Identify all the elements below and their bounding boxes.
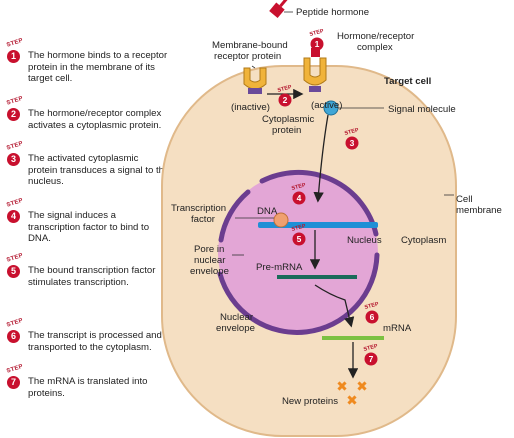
diagram-step-7: STEP 7 [363,343,379,366]
peptide-hormone-icon [269,0,289,19]
step-number: 1 [315,39,320,49]
step-word: STEP [277,84,293,94]
step-word: STEP [309,28,325,38]
label-new-proteins: New proteins [282,396,338,407]
label-pore-line-1: Pore in [194,244,224,255]
label-nuclear-envelope-line-2: envelope [216,323,255,334]
label-peptide-hormone: Peptide hormone [296,7,369,18]
diagram-step-5: STEP 5 [291,223,307,246]
step-7-text: The mRNA is translated into proteins. [28,376,148,399]
step-number: 6 [7,330,20,343]
label-target-cell: Target cell [384,76,431,87]
step-number: 1 [7,50,20,63]
label-inactive: (inactive) [231,102,270,113]
diagram-step-2: STEP 2 [277,84,293,107]
step-word: STEP [291,223,307,233]
label-cell-membrane-line-2: membrane [456,205,502,216]
step-number: 7 [7,376,20,389]
inactive-receptor-icon [243,67,267,94]
step-number: 2 [283,95,288,105]
pre-mrna-strand [277,275,357,279]
leader-lines [232,11,454,256]
step-4-text: The signal induces a transcription facto… [28,210,150,244]
signal-arrow [313,114,329,203]
step-number: 6 [370,312,375,322]
label-transcription-factor-line-2: factor [191,214,216,225]
step-word: STEP [344,127,360,137]
nuclear-envelope [217,169,380,335]
step-number: 5 [7,265,20,278]
diagram-step-1: STEP 1 [309,28,325,51]
label-active: (active) [311,100,342,111]
label-nuclear-envelope-line-1: Nuclear [220,312,254,323]
label-cytoplasmic-protein-line-2: protein [272,125,301,136]
step-number: 4 [297,193,302,203]
step-word: STEP [291,182,307,192]
label-hormone-receptor-complex-line-1: Hormone/receptor [337,31,415,42]
step-number: 7 [369,354,374,364]
step-word: STEP [363,343,379,353]
step-number: 5 [297,234,302,244]
label-nucleus: Nucleus [347,235,382,246]
step-word: STEP [364,301,380,311]
dna-strand [258,222,378,228]
step-number: 3 [7,153,20,166]
diagram-step-4: STEP 4 [291,182,307,205]
step-1-text: The hormone binds to a receptor protein … [28,50,168,84]
label-cytoplasm: Cytoplasm [401,235,446,246]
diagram-step-3: STEP 3 [344,127,360,150]
label-cell-membrane-line-1: Cell [456,194,473,205]
step-number: 2 [7,108,20,121]
label-pre-mrna: Pre-mRNA [256,262,303,273]
label-signal-molecule: Signal molecule [388,104,456,115]
label-pore-line-2: nuclear [194,255,226,266]
step-number: 4 [7,210,20,223]
step-6-text: The transcript is processed and transpor… [28,330,162,353]
nucleus [218,173,378,333]
transport-arrow [314,284,355,328]
label-membrane-receptor-line-1: Membrane-bound [212,40,288,51]
step-3-text: The activated cytoplasmic protein transd… [28,153,170,187]
label-dna: DNA [257,206,278,217]
label-hormone-receptor-complex-line-2: complex [357,42,393,53]
label-pore-line-3: envelope [190,266,229,277]
step-2-text: The hormone/receptor complex activates a… [28,108,162,131]
label-transcription-factor-line-1: Transcription [171,203,226,214]
new-proteins-icon [337,381,367,405]
active-cytoplasmic-protein-icon [309,86,321,92]
label-cytoplasmic-protein-line-1: Cytoplasmic [262,114,314,125]
step-number: 3 [350,138,355,148]
transcription-factor-icon [273,212,289,228]
mrna-strand [322,336,384,340]
step-5-text: The bound transcription factor stimulate… [28,265,156,288]
label-membrane-receptor-line-2: receptor protein [214,51,281,62]
label-mrna: mRNA [383,323,412,334]
diagram-step-6: STEP 6 [364,301,380,324]
